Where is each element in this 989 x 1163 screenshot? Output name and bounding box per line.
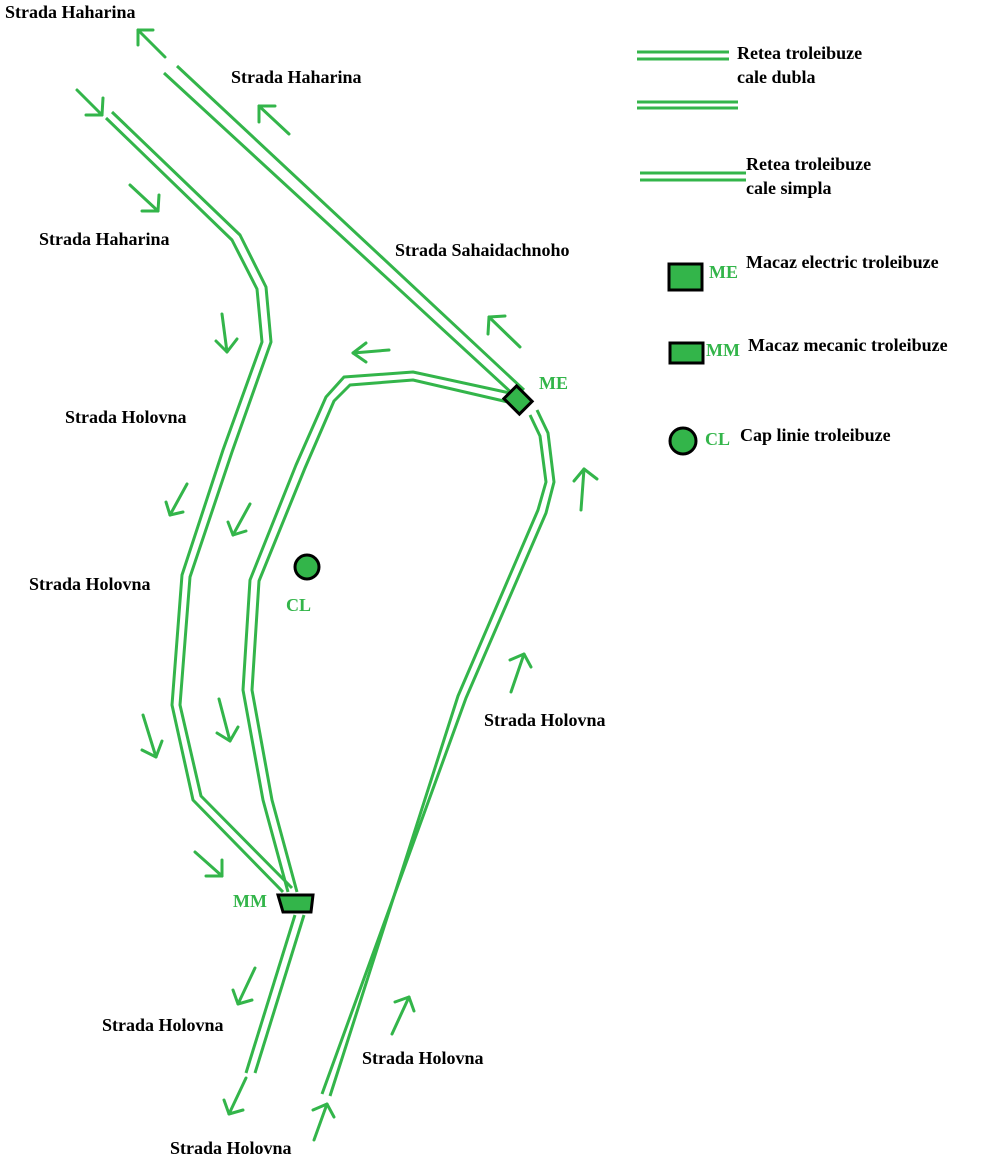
track-inner-loop-a [241, 370, 511, 893]
legend-me-code: ME [709, 262, 738, 282]
track-right-branch-a [320, 409, 556, 1095]
direction-arrow-icon [136, 28, 167, 59]
track-sahaidachnoho-b [175, 64, 526, 392]
track-sahaidachnoho-a [162, 71, 516, 397]
legend-single-line-label-2: cale simpla [746, 178, 832, 198]
direction-arrow-icon [311, 1102, 336, 1142]
mm-marker-label: MM [233, 891, 267, 911]
legend-single-line-label-1: Retea troleibuze [746, 154, 871, 174]
street-label-haharina-upper: Strada Haharina [231, 67, 362, 87]
track-inner-loop-b [250, 378, 509, 893]
direction-arrow-icon [75, 88, 105, 117]
street-label-holovna-bottom-right: Strada Holovna [362, 1048, 484, 1068]
direction-arrows [75, 28, 599, 1142]
direction-arrow-icon [128, 183, 161, 213]
street-label-holovna-bottom-left: Strada Holovna [102, 1015, 224, 1035]
me-marker-label: ME [539, 373, 568, 393]
legend-double-line-label-1: Retea troleibuze [737, 43, 862, 63]
direction-arrow-icon [257, 104, 291, 136]
track-left-corridor-b [110, 110, 294, 890]
legend-me-text: Macaz electric troleibuze [746, 252, 939, 272]
direction-arrow-icon [572, 467, 599, 512]
direction-arrow-icon [390, 995, 416, 1036]
track-bottom-left-b [253, 914, 306, 1074]
track-left-corridor-a [104, 116, 285, 894]
track-right-branch-b [328, 414, 548, 1097]
direction-arrow-icon [351, 341, 391, 364]
legend: Retea troleibuze cale dubla Retea trolei… [637, 43, 948, 456]
direction-arrow-icon [164, 482, 189, 517]
direction-arrow-icon [222, 1076, 248, 1116]
legend-mechanical-switch-icon [668, 341, 705, 365]
street-label-holovna-right: Strada Holovna [484, 710, 606, 730]
legend-double-line-symbol [637, 50, 738, 110]
legend-terminus-icon [668, 426, 698, 456]
direction-arrow-icon [231, 966, 257, 1006]
mechanical-switch-icon [275, 893, 315, 914]
street-label-holovna-bottom: Strada Holovna [170, 1138, 292, 1158]
legend-double-line-label-2: cale dubla [737, 67, 816, 87]
terminus-icon [293, 553, 321, 581]
street-label-sahaidachnoho: Strada Sahaidachnoho [395, 240, 570, 260]
street-label-haharina-top: Strada Haharina [5, 2, 136, 22]
direction-arrow-icon [140, 713, 164, 759]
legend-electric-switch-icon [667, 262, 704, 292]
legend-single-line-symbol [640, 171, 746, 182]
track-network [104, 64, 556, 1097]
direction-arrow-icon [214, 312, 239, 354]
direction-arrow-icon [226, 502, 252, 537]
legend-cl-text: Cap linie troleibuze [740, 425, 891, 445]
direction-arrow-icon [193, 850, 224, 878]
direction-arrow-icon [215, 697, 240, 743]
legend-cl-code: CL [705, 429, 730, 449]
cl-marker-label: CL [286, 595, 311, 615]
legend-mm-code: MM [706, 340, 740, 360]
street-label-holovna-1: Strada Holovna [65, 407, 187, 427]
legend-mm-text: Macaz mecanic troleibuze [748, 335, 948, 355]
direction-arrow-icon [486, 314, 522, 349]
direction-arrow-icon [508, 652, 533, 694]
track-bottom-left-a [244, 914, 297, 1074]
street-label-haharina-left: Strada Haharina [39, 229, 170, 249]
street-label-holovna-2: Strada Holovna [29, 574, 151, 594]
electric-switch-icon [501, 383, 535, 417]
